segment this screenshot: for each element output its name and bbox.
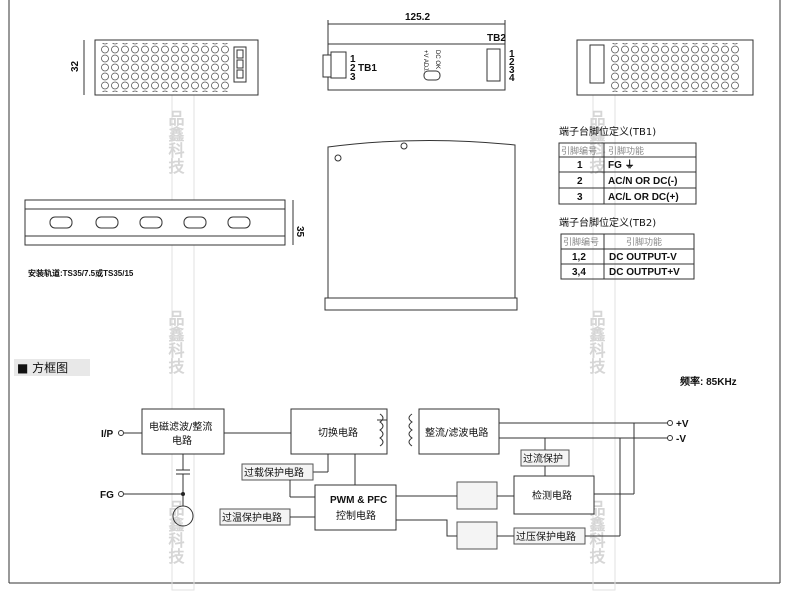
tb2-pin: 3 bbox=[509, 65, 515, 76]
width-dimension: 125.2 bbox=[405, 12, 430, 23]
top-view bbox=[324, 139, 518, 311]
table-cell: 3,4 bbox=[572, 267, 586, 278]
pwm-block: 控制电路 bbox=[336, 509, 376, 522]
table-cell: AC/L OR DC(+) bbox=[608, 192, 679, 203]
rectifier-block: 整流/滤波电路 bbox=[425, 426, 488, 439]
watermark-text: 品鑫科技 bbox=[166, 500, 186, 565]
tb1-pin: 2 bbox=[350, 63, 356, 74]
tb2-pin: 2 bbox=[509, 57, 515, 68]
dc-ok-label: DC OK bbox=[434, 50, 440, 69]
table-cell: DC OUTPUT+V bbox=[609, 267, 680, 278]
height-dimension: 32 bbox=[70, 60, 81, 72]
output-negative: -V bbox=[676, 434, 686, 445]
pwm-block: PWM & PFC bbox=[330, 495, 387, 506]
table-cell: 1 bbox=[577, 160, 583, 171]
block-diagram: ■ 方框图 频率: 85KHz I/P FG 电磁滤波/整流 电路 切换电路 整… bbox=[14, 359, 737, 550]
watermark-text: 品鑫科技 bbox=[166, 310, 186, 375]
rail-caption: 安装轨道:TS35/7.5或TS35/15 bbox=[28, 268, 134, 278]
table-cell: 2 bbox=[577, 176, 583, 187]
table-cell: DC OUTPUT-V bbox=[609, 252, 677, 263]
table-cell: 1,2 bbox=[572, 252, 586, 263]
rail-dimension: 35 bbox=[294, 226, 305, 238]
watermark-text: 品鑫科技 bbox=[587, 500, 607, 565]
front-view: 125.2 1 2 3 TB1 TB2 1 2 3 4 +V ADJ. DC O… bbox=[322, 12, 515, 91]
tb2-label: TB2 bbox=[487, 33, 506, 44]
detect-block: 检测电路 bbox=[532, 489, 572, 502]
frequency-label: 频率: 85KHz bbox=[680, 375, 737, 388]
emi-filter-block: 电磁滤波/整流 bbox=[149, 420, 212, 433]
overcurrent-block: 过流保护 bbox=[523, 452, 563, 465]
tb1-pin: 3 bbox=[350, 72, 356, 83]
tb2-pin: 1 bbox=[509, 49, 515, 60]
table-header: 引脚编号 bbox=[561, 145, 597, 157]
din-rail: 35 安装轨道:TS35/7.5或TS35/15 bbox=[24, 199, 305, 278]
side-view-left: 32 bbox=[70, 39, 259, 96]
overtemp-block: 过温保护电路 bbox=[222, 511, 282, 524]
table-cell: FG ⏚ bbox=[608, 159, 635, 171]
ip-label: I/P bbox=[101, 429, 114, 440]
tb1-table: 端子台脚位定义(TB1) 引脚编号 引脚功能 1 FG ⏚ 2 AC/N OR … bbox=[558, 125, 697, 205]
tb2-title: 端子台脚位定义(TB2) bbox=[559, 216, 656, 229]
tb2-pin: 4 bbox=[509, 73, 515, 84]
table-header: 引脚功能 bbox=[608, 145, 644, 157]
watermark-text: 品鑫科技 bbox=[587, 310, 607, 375]
table-header: 引脚功能 bbox=[626, 236, 662, 248]
tb2-table: 端子台脚位定义(TB2) 引脚编号 引脚功能 1,2 DC OUTPUT-V 3… bbox=[559, 216, 695, 280]
emi-filter-block: 电路 bbox=[172, 434, 192, 447]
section-title: ■ 方框图 bbox=[17, 360, 68, 375]
tb1-title: 端子台脚位定义(TB1) bbox=[559, 125, 656, 138]
table-cell: AC/N OR DC(-) bbox=[608, 176, 677, 187]
side-view-right bbox=[576, 39, 754, 96]
adj-label: +V ADJ. bbox=[422, 50, 428, 72]
switch-block: 切换电路 bbox=[318, 426, 358, 439]
table-header: 引脚编号 bbox=[563, 236, 599, 248]
output-positive: +V bbox=[676, 419, 689, 430]
table-cell: 3 bbox=[577, 192, 583, 203]
watermark-text: 品鑫科技 bbox=[166, 110, 186, 175]
fg-label: FG bbox=[100, 490, 114, 501]
tb1-pin: 1 bbox=[350, 54, 356, 65]
overvolt-block: 过压保护电路 bbox=[516, 530, 576, 543]
overload-block: 过载保护电路 bbox=[244, 466, 304, 479]
tb1-label: TB1 bbox=[358, 63, 377, 74]
